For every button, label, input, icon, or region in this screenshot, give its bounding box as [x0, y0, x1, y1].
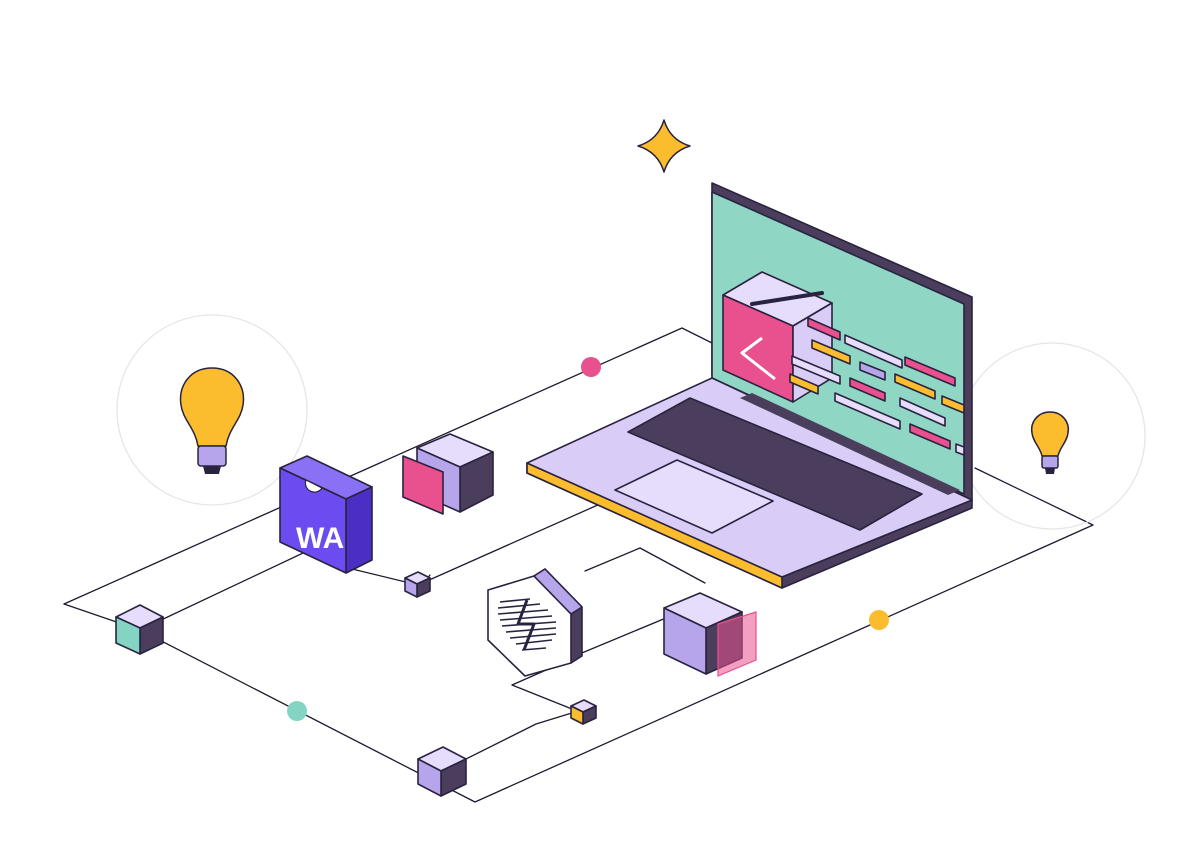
laptop-icon [526, 182, 973, 589]
pink-node-dot [581, 357, 601, 377]
laptop-screen [711, 191, 965, 495]
mint-node-dot [287, 701, 307, 721]
code-lines [789, 317, 965, 456]
circuit-node-icon [663, 592, 757, 677]
left-halo-ring [116, 314, 308, 506]
circuit-node-icon [115, 604, 164, 655]
circuit-node-icon [404, 571, 431, 598]
lightning-hexagon-icon [487, 568, 583, 677]
circuit-wires [63, 327, 1094, 803]
lightbulb-icon [1030, 411, 1070, 474]
yellow-node-dot [869, 610, 889, 630]
wa-box-label: WA [296, 522, 344, 555]
wa-box-icon: WA [279, 455, 373, 574]
lightbulb-icon [179, 367, 245, 474]
sparkle-icon [637, 119, 691, 173]
laptop-trackpad [614, 459, 774, 534]
circuit-node-icon [417, 746, 467, 797]
laptop-keyboard [627, 397, 923, 531]
circuit-node-icon [570, 699, 597, 725]
circuit-node-icon [402, 433, 494, 515]
